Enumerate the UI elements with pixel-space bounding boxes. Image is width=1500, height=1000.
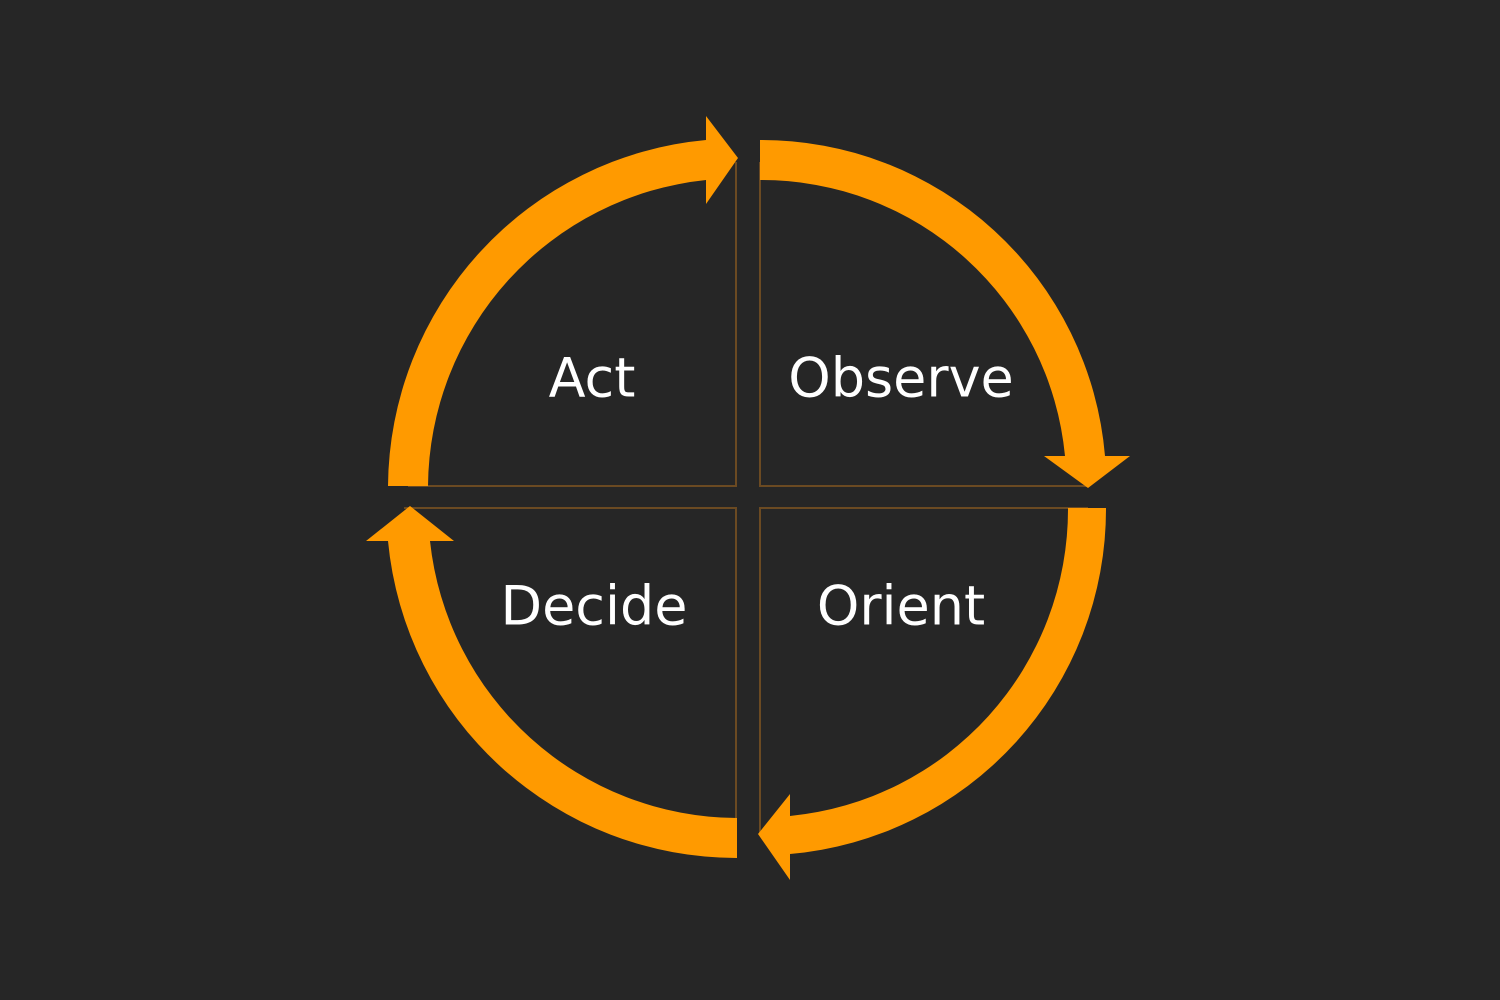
decide-to-act-arrow	[366, 506, 737, 859]
observe-quadrant-outline	[759, 162, 1088, 487]
quadrant-dividers	[404, 162, 1088, 834]
orient-label: Orient	[817, 575, 985, 638]
act-to-observe-arrow	[388, 116, 738, 486]
observe-to-orient-arrow	[760, 139, 1130, 488]
cycle-arrows	[366, 116, 1130, 880]
orient-quadrant-outline	[759, 507, 1088, 834]
observe-label: Observe	[788, 347, 1014, 410]
decide-label: Decide	[501, 575, 688, 638]
orient-to-decide-arrow	[758, 508, 1107, 880]
act-quadrant-outline	[408, 162, 737, 487]
decide-quadrant-outline	[404, 507, 737, 834]
act-label: Act	[549, 347, 636, 410]
